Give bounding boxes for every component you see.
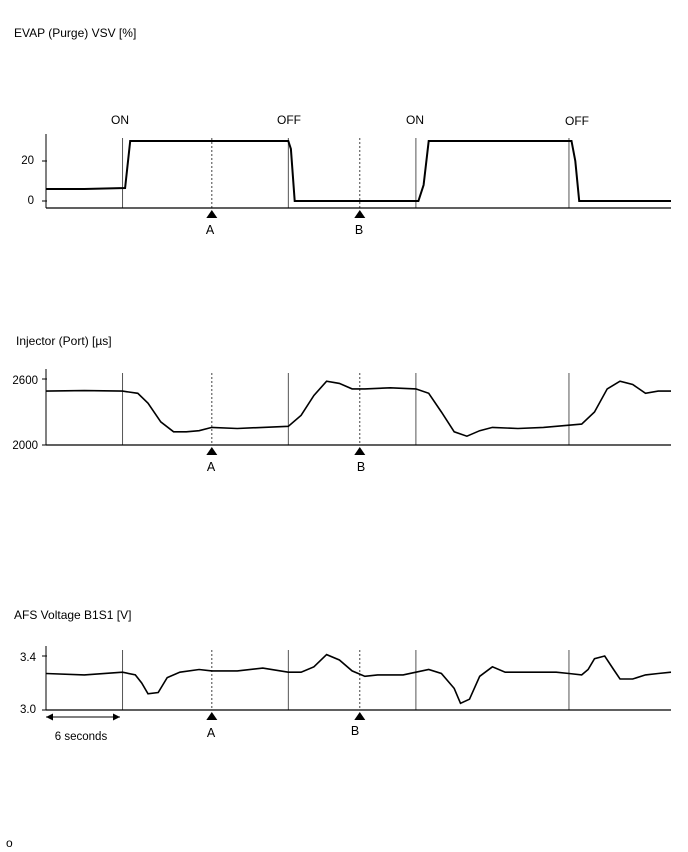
y-tick-label: 20 [21,155,34,167]
marker-label-b: B [357,460,365,474]
chart-title: Injector (Port) [µs] [16,334,112,348]
event-markers [206,210,366,218]
chart-evap-vsv: EVAP (Purge) VSV [%] 20 0 ON OFF ON OFF … [14,26,671,237]
scale-bar-label: 6 seconds [55,731,108,743]
chart-afs-voltage: AFS Voltage B1S1 [V] 3.4 3.0 A B 6 secon… [14,608,672,743]
footnote: o [6,836,13,850]
scale-bar-arrow-right [113,713,120,721]
chart-axes [42,134,671,209]
state-label-off: OFF [277,113,301,127]
marker-label-a: A [206,223,215,237]
y-tick-label: 3.4 [20,652,37,664]
chart-axes [42,646,671,711]
state-label-on: ON [111,113,129,127]
state-label-on: ON [406,113,424,127]
marker-label-b: B [355,223,363,237]
y-tick-label: 0 [28,195,34,207]
y-tick-label: 2600 [12,375,38,387]
event-marker-b-triangle [354,210,366,218]
y-tick-label: 2000 [12,440,38,452]
chart-title: AFS Voltage B1S1 [V] [14,608,131,622]
state-label-off: OFF [565,114,589,128]
series-line [45,380,671,438]
chart-title: EVAP (Purge) VSV [%] [14,26,136,40]
chart-axes [42,369,671,446]
marker-label-a: A [207,460,216,474]
series-line [45,653,672,705]
scale-bar: 6 seconds [46,713,120,743]
chart-time-markers [122,138,570,208]
event-marker-b-triangle [354,447,366,455]
event-marker-a-triangle [206,447,218,455]
event-marker-b-triangle [354,712,366,720]
event-marker-a-triangle [206,210,218,218]
marker-label-b: B [351,724,359,738]
marker-label-a: A [207,726,216,740]
event-marker-a-triangle [206,712,218,720]
chart-time-markers [122,650,570,710]
chart-injector-port: Injector (Port) [µs] 2600 2000 A B [12,334,671,474]
event-markers [206,712,366,720]
event-markers [206,447,366,455]
series-line [46,140,671,202]
y-tick-label: 3.0 [20,704,36,716]
chart-time-markers [122,373,570,445]
scale-bar-arrow-left [46,713,53,721]
